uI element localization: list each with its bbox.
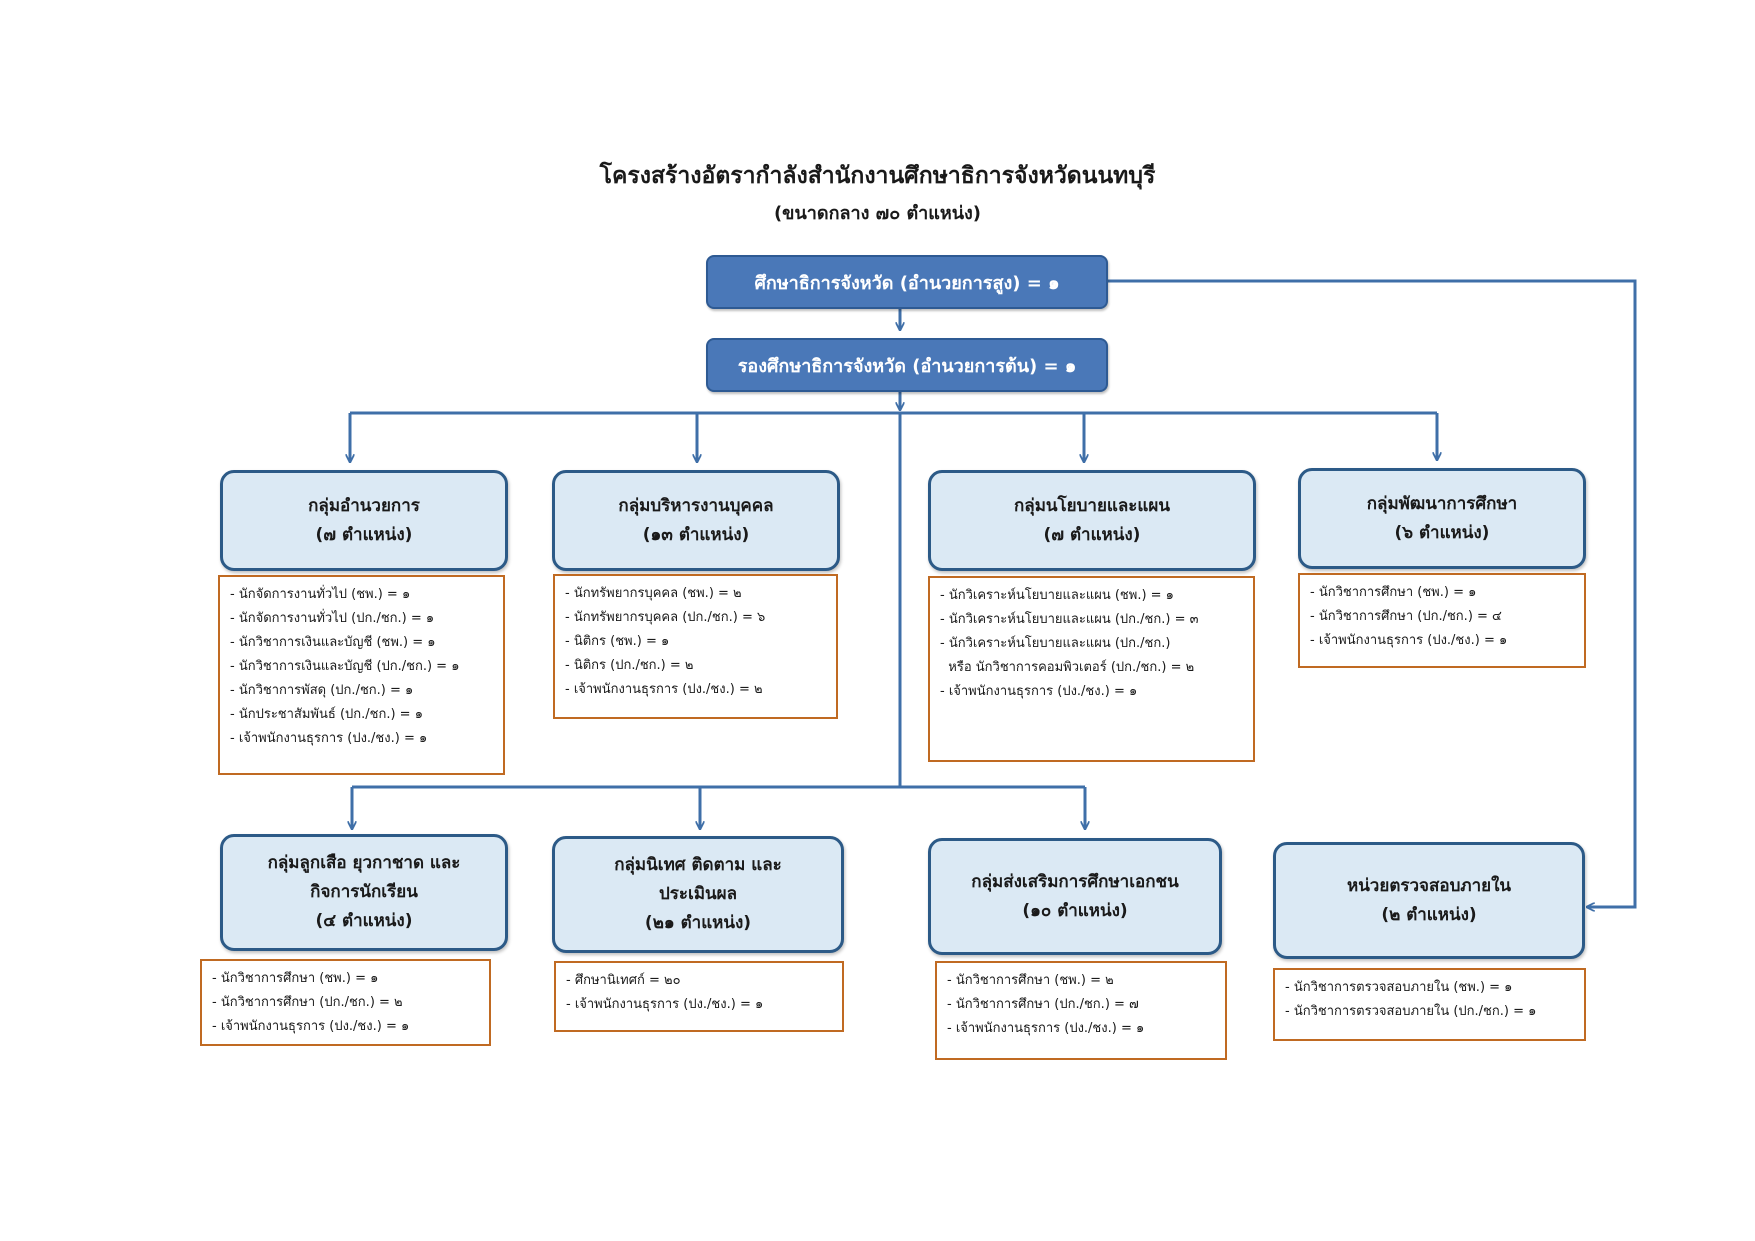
group-4-name-line-2: (๖ ตำแหน่ง) [1394, 522, 1490, 543]
group-4-item: - นักวิชาการศึกษา (ชพ.) = ๑ [1310, 585, 1477, 600]
group-5-name-line-2: กิจการนักเรียน [310, 882, 418, 902]
group-3-item: - นักวิเคราะห์นโยบายและแผน (ปก./ชก.) = ๓ [940, 612, 1199, 627]
group-box-3: กลุ่มนโยบายและแผน (๗ ตำแหน่ง) [928, 470, 1256, 571]
group-1-item: - นักวิชาการพัสดุ (ปก./ชก.) = ๑ [230, 683, 414, 698]
group-6-item: - เจ้าพนักงานธุรการ (ปง./ชง.) = ๑ [566, 997, 764, 1012]
group-1-item: - นักวิชาการเงินและบัญชี (ปก./ชก.) = ๑ [230, 659, 460, 674]
group-5-name-line-3: (๔ ตำแหน่ง) [315, 911, 413, 931]
group-box-8: หน่วยตรวจสอบภายใน (๒ ตำแหน่ง) [1273, 842, 1585, 959]
group-6-name-line-2: ประเมินผล [658, 884, 738, 904]
group-2-name-line-1: กลุ่มบริหารงานบุคคล [618, 495, 774, 516]
group-5-name-line-1: กลุ่มลูกเสือ ยุวกาชาด และ [267, 853, 461, 873]
group-7-detail: - นักวิชาการศึกษา (ชพ.) = ๒ - นักวิชาการ… [935, 961, 1227, 1060]
group-2-item: - นิติกร (ชพ.) = ๑ [565, 634, 670, 649]
group-8-item: - นักวิชาการตรวจสอบภายใน (ชพ.) = ๑ [1285, 980, 1513, 995]
group-2-name-line-2: (๑๓ ตำแหน่ง) [642, 524, 750, 545]
group-1-detail: - นักจัดการงานทั่วไป (ชพ.) = ๑ - นักจัดก… [218, 575, 505, 775]
chart-subtitle: (ขนาดกลาง ๗๐ ตำแหน่ง) [773, 203, 982, 224]
group-3-name-line-1: กลุ่มนโยบายและแผน [1014, 495, 1170, 516]
group-2-detail: - นักทรัพยากรบุคคล (ชพ.) = ๒ - นักทรัพยา… [553, 574, 838, 719]
group-3-name-line-2: (๗ ตำแหน่ง) [1043, 524, 1141, 545]
group-3-item: - เจ้าพนักงานธุรการ (ปง./ชง.) = ๑ [940, 684, 1138, 699]
group-box-2: กลุ่มบริหารงานบุคคล (๑๓ ตำแหน่ง) [552, 470, 840, 571]
group-5-item: - เจ้าพนักงานธุรการ (ปง./ชง.) = ๑ [212, 1019, 410, 1034]
head-box: ศึกษาธิการจังหวัด (อำนวยการสูง) = ๑ [706, 255, 1108, 309]
group-box-1: กลุ่มอำนวยการ (๗ ตำแหน่ง) [220, 470, 508, 571]
group-box-5: กลุ่มลูกเสือ ยุวกาชาด และ กิจการนักเรียน… [220, 834, 508, 951]
group-box-4: กลุ่มพัฒนาการศึกษา (๖ ตำแหน่ง) [1298, 468, 1586, 569]
group-8-item: - นักวิชาการตรวจสอบภายใน (ปก./ชก.) = ๑ [1285, 1004, 1537, 1019]
group-6-item: - ศึกษานิเทศก์ = ๒๐ [566, 973, 681, 988]
group-4-item: - เจ้าพนักงานธุรการ (ปง./ชง.) = ๑ [1310, 633, 1508, 648]
group-3-item: หรือ นักวิชาการคอมพิวเตอร์ (ปก./ชก.) = ๒ [940, 660, 1195, 675]
group-6-detail: - ศึกษานิเทศก์ = ๒๐ - เจ้าพนักงานธุรการ … [554, 961, 844, 1032]
group-1-item: - นักวิชาการเงินและบัญชี (ชพ.) = ๑ [230, 635, 436, 650]
group-1-item: - นักประชาสัมพันธ์ (ปก./ชก.) = ๑ [230, 707, 423, 722]
group-7-item: - นักวิชาการศึกษา (ปก./ชก.) = ๗ [947, 997, 1139, 1012]
group-5-item: - นักวิชาการศึกษา (ชพ.) = ๑ [212, 971, 379, 986]
group-4-detail: - นักวิชาการศึกษา (ชพ.) = ๑ - นักวิชาการ… [1298, 573, 1586, 668]
group-4-item: - นักวิชาการศึกษา (ปก./ชก.) = ๔ [1310, 609, 1502, 624]
group-3-item: - นักวิเคราะห์นโยบายและแผน (ชพ.) = ๑ [940, 588, 1174, 603]
group-6-name-line-1: กลุ่มนิเทศ ติดตาม และ [614, 855, 782, 875]
group-8-name-line-2: (๒ ตำแหน่ง) [1381, 904, 1477, 925]
group-2-item: - นักทรัพยากรบุคคล (ชพ.) = ๒ [565, 586, 742, 601]
group-7-name-line-2: (๑๐ ตำแหน่ง) [1022, 900, 1128, 921]
group-7-item: - เจ้าพนักงานธุรการ (ปง./ชง.) = ๑ [947, 1021, 1145, 1036]
group-1-item: - นักจัดการงานทั่วไป (ชพ.) = ๑ [230, 587, 411, 602]
group-1-item: - นักจัดการงานทั่วไป (ปก./ชก.) = ๑ [230, 611, 435, 626]
group-box-6: กลุ่มนิเทศ ติดตาม และ ประเมินผล (๒๑ ตำแห… [552, 836, 844, 953]
group-4-name-line-1: กลุ่มพัฒนาการศึกษา [1366, 493, 1518, 514]
group-2-item: - นิติกร (ปก./ชก.) = ๒ [565, 658, 694, 673]
chart-title: โครงสร้างอัตรากำลังสำนักงานศึกษาธิการจัง… [599, 163, 1156, 189]
group-5-detail: - นักวิชาการศึกษา (ชพ.) = ๑ - นักวิชาการ… [200, 959, 491, 1046]
group-1-item: - เจ้าพนักงานธุรการ (ปง./ชง.) = ๑ [230, 731, 428, 746]
group-8-name-line-1: หน่วยตรวจสอบภายใน [1346, 875, 1512, 896]
group-5-item: - นักวิชาการศึกษา (ปก./ชก.) = ๒ [212, 995, 403, 1010]
group-box-7: กลุ่มส่งเสริมการศึกษาเอกชน (๑๐ ตำแหน่ง) [928, 838, 1222, 955]
deputy-box: รองศึกษาธิการจังหวัด (อำนวยการต้น) = ๑ [706, 338, 1108, 392]
group-1-name-line-1: กลุ่มอำนวยการ [308, 495, 420, 516]
group-6-name-line-3: (๒๑ ตำแหน่ง) [644, 913, 752, 933]
connector-head-to-audit [1106, 279, 1637, 907]
group-1-name-line-2: (๗ ตำแหน่ง) [315, 524, 413, 545]
group-7-name-line-1: กลุ่มส่งเสริมการศึกษาเอกชน [971, 871, 1179, 892]
group-3-detail: - นักวิเคราะห์นโยบายและแผน (ชพ.) = ๑ - น… [928, 576, 1255, 762]
group-3-item: - นักวิเคราะห์นโยบายและแผน (ปก./ชก.) [940, 636, 1171, 651]
group-2-item: - เจ้าพนักงานธุรการ (ปง./ชง.) = ๒ [565, 682, 763, 697]
group-8-detail: - นักวิชาการตรวจสอบภายใน (ชพ.) = ๑ - นัก… [1273, 968, 1586, 1041]
group-7-item: - นักวิชาการศึกษา (ชพ.) = ๒ [947, 973, 1114, 988]
group-2-item: - นักทรัพยากรบุคคล (ปก./ชก.) = ๖ [565, 610, 766, 625]
